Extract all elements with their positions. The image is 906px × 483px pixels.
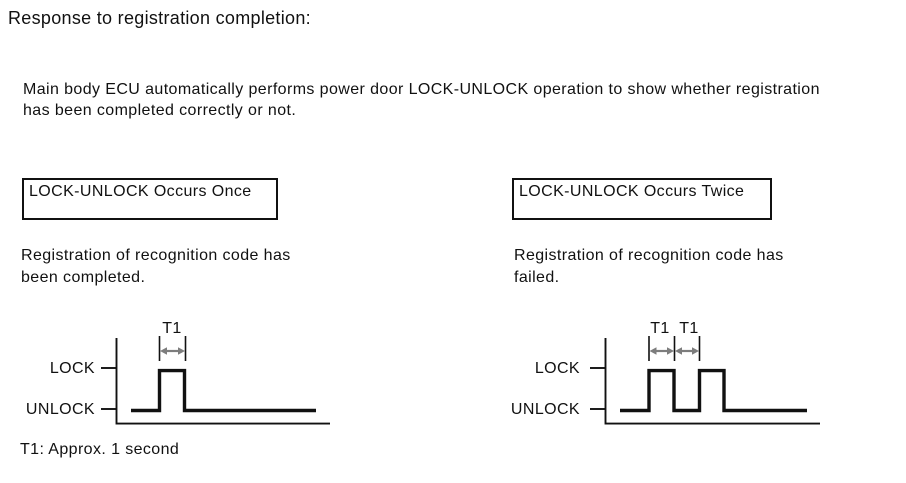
arrowhead-right-icon-2 [692,347,699,355]
unlock-level-label-right: UNLOCK [510,401,580,418]
panel-twice-heading: LOCK-UNLOCK Occurs Twice [519,183,745,200]
axis-lines [604,338,820,425]
panel-once-description: Registration of recognition code has bee… [21,247,291,286]
intro-paragraph: Main body ECU automatically performs pow… [23,81,820,119]
timing-diagram-once [101,336,330,425]
t1-interval-label-left: T1 [162,320,182,337]
lock-level-label-right: LOCK [534,360,580,377]
t1-definition-note: T1: Approx. 1 second [20,441,180,458]
t1-interval-label-right-2: T1 [679,320,699,337]
pulse-waveform [131,368,316,413]
arrowhead-left-icon-1 [649,347,657,355]
page-title: Response to registration completion: [8,8,311,28]
t1-interval-label-right-1: T1 [650,320,670,337]
panel-twice-heading-box: LOCK-UNLOCK Occurs Twice [512,178,772,220]
arrowhead-left-icon [160,347,167,355]
pulse-waveform [620,368,807,413]
arrowhead-left-icon-2 [675,347,682,355]
panel-once-heading-box: LOCK-UNLOCK Occurs Once [22,178,278,220]
timing-diagram-twice [590,336,820,425]
lock-level-label-left: LOCK [49,360,95,377]
panel-twice-description: Registration of recognition code has fai… [514,247,784,286]
arrowhead-right-icon-1 [667,347,674,355]
panel-once-heading: LOCK-UNLOCK Occurs Once [29,183,252,200]
arrowhead-right-icon [178,347,185,355]
axis-lines [115,338,330,425]
unlock-level-label-left: UNLOCK [25,401,95,418]
